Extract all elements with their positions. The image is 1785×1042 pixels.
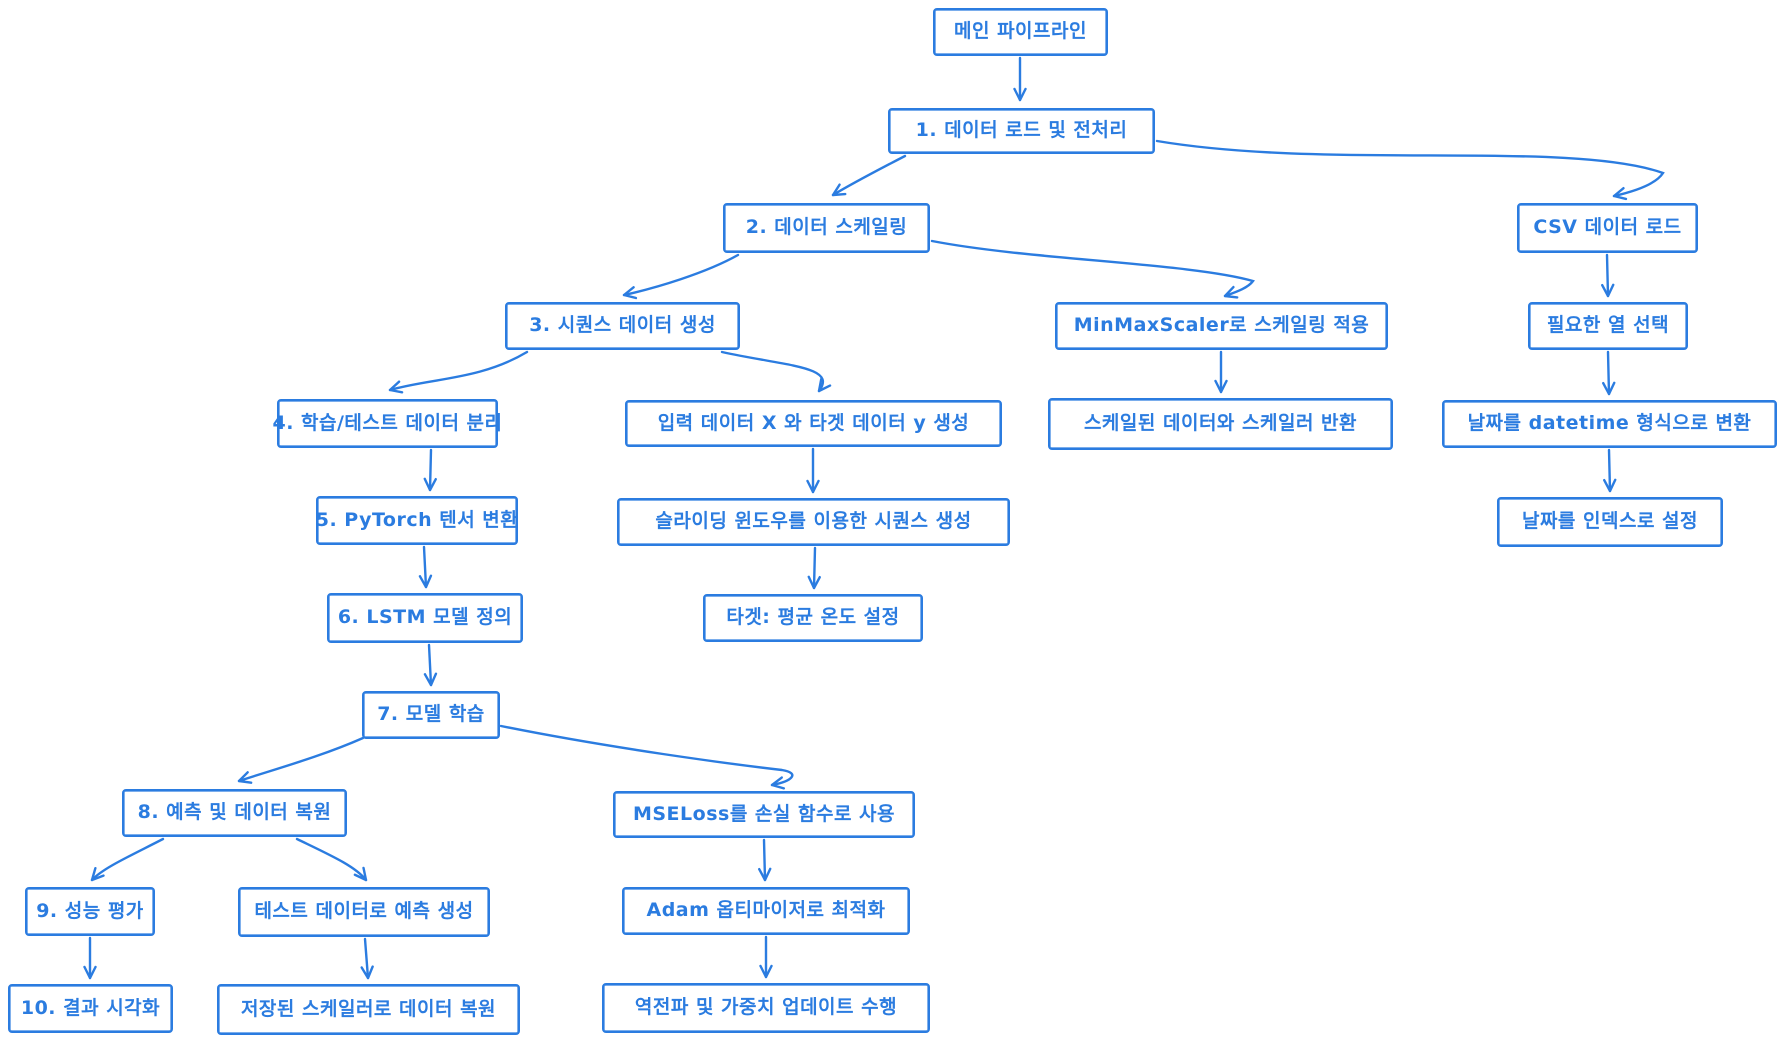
node-step4[interactable]: 4. 학습/테스트 데이터 분리	[272, 399, 502, 448]
edge-step8-perf[interactable]	[90, 837, 165, 882]
edge-step6-step7[interactable]	[423, 643, 438, 687]
node-test-pred[interactable]: 테스트 데이터로 예측 생성	[238, 887, 490, 937]
edge-csv-load-col-select[interactable]	[1601, 253, 1615, 298]
node-label: 5. PyTorch 텐서 변환	[315, 508, 519, 531]
node-label: 메인 파이프라인	[954, 20, 1087, 43]
node-label: 필요한 열 선택	[1546, 314, 1670, 337]
node-step5[interactable]: 5. PyTorch 텐서 변환	[316, 496, 518, 545]
node-col-select[interactable]: 필요한 열 선택	[1528, 302, 1688, 350]
node-label: 9. 성능 평가	[36, 899, 144, 922]
node-step1[interactable]: 1. 데이터 로드 및 전처리	[888, 108, 1155, 154]
node-label: 날짜를 인덱스로 설정	[1521, 510, 1699, 533]
node-step2[interactable]: 2. 데이터 스케일링	[723, 203, 930, 253]
node-step7[interactable]: 7. 모델 학습	[362, 691, 500, 739]
node-date-index[interactable]: 날짜를 인덱스로 설정	[1497, 497, 1723, 547]
edge-step3-xy-gen[interactable]	[720, 350, 832, 393]
node-label: 입력 데이터 X 와 타겟 데이터 y 생성	[657, 411, 970, 434]
node-label: 슬라이딩 윈도우를 이용한 시퀀스 생성	[655, 510, 972, 533]
edge-datetime-date-index[interactable]	[1603, 448, 1617, 493]
node-minmax[interactable]: MinMaxScaler로 스케일링 적용	[1055, 302, 1388, 350]
node-label: Adam 옵티마이저로 최적화	[646, 899, 886, 922]
edge-step7-mseloss[interactable]	[499, 724, 794, 790]
node-step3[interactable]: 3. 시퀀스 데이터 생성	[505, 302, 740, 350]
node-label: 저장된 스케일러로 데이터 복원	[240, 997, 497, 1020]
node-csv-load[interactable]: CSV 데이터 로드	[1517, 203, 1698, 253]
node-xy-gen[interactable]: 입력 데이터 X 와 타겟 데이터 y 생성	[625, 400, 1002, 447]
node-label: 스케일된 데이터와 스케일러 반환	[1083, 412, 1358, 435]
node-label: MinMaxScaler로 스케일링 적용	[1073, 314, 1370, 337]
node-target-temp[interactable]: 타겟: 평균 온도 설정	[703, 594, 923, 642]
node-label: 6. LSTM 모델 정의	[337, 606, 513, 629]
node-label: 1. 데이터 로드 및 전처리	[915, 119, 1128, 142]
edge-step8-test-pred[interactable]	[295, 837, 368, 882]
edge-step3-step4[interactable]	[388, 350, 529, 394]
edge-step2-minmax[interactable]	[930, 239, 1255, 299]
edge-group	[83, 56, 1665, 980]
node-label: 4. 학습/테스트 데이터 분리	[272, 411, 503, 434]
edge-step5-step6[interactable]	[418, 545, 433, 589]
node-restore[interactable]: 저장된 스케일러로 데이터 복원	[217, 984, 520, 1035]
node-label: 날짜를 datetime 형식으로 변환	[1467, 412, 1752, 435]
node-backprop[interactable]: 역전파 및 가중치 업데이트 수행	[602, 983, 930, 1033]
edge-sliding-target-temp[interactable]	[807, 546, 821, 590]
edge-step4-step5[interactable]	[423, 448, 437, 492]
edge-col-select-datetime[interactable]	[1602, 350, 1616, 396]
edge-step7-step8[interactable]	[237, 736, 365, 784]
node-label: MSELoss를 손실 함수로 사용	[632, 802, 896, 825]
node-sliding[interactable]: 슬라이딩 윈도우를 이용한 시퀀스 생성	[617, 498, 1010, 546]
node-main[interactable]: 메인 파이프라인	[933, 8, 1108, 56]
node-label: 테스트 데이터로 예측 생성	[254, 900, 474, 923]
node-perf[interactable]: 9. 성능 평가	[25, 887, 155, 936]
node-label: 3. 시퀀스 데이터 생성	[529, 314, 716, 337]
edge-step2-step3[interactable]	[622, 253, 740, 300]
node-label: CSV 데이터 로드	[1533, 216, 1682, 239]
node-label: 역전파 및 가중치 업데이트 수행	[634, 996, 898, 1019]
edge-test-pred-restore[interactable]	[360, 937, 374, 980]
node-mseloss[interactable]: MSELoss를 손실 함수로 사용	[613, 791, 915, 838]
node-label: 타겟: 평균 온도 설정	[726, 606, 900, 629]
edge-step1-step2[interactable]	[831, 154, 907, 197]
node-label: 10. 결과 시각화	[20, 996, 161, 1019]
edge-step1-csv-load[interactable]	[1155, 139, 1665, 201]
node-step8[interactable]: 8. 예측 및 데이터 복원	[122, 789, 347, 837]
node-scaled-return[interactable]: 스케일된 데이터와 스케일러 반환	[1048, 398, 1393, 450]
node-visual[interactable]: 10. 결과 시각화	[8, 984, 173, 1033]
edge-mseloss-adam[interactable]	[758, 838, 772, 882]
node-label: 2. 데이터 스케일링	[745, 216, 908, 239]
node-step6[interactable]: 6. LSTM 모델 정의	[327, 593, 523, 643]
node-label: 7. 모델 학습	[377, 703, 485, 726]
node-adam[interactable]: Adam 옵티마이저로 최적화	[622, 887, 910, 935]
node-datetime-conv[interactable]: 날짜를 datetime 형식으로 변환	[1442, 400, 1777, 448]
node-label: 8. 예측 및 데이터 복원	[137, 801, 332, 824]
